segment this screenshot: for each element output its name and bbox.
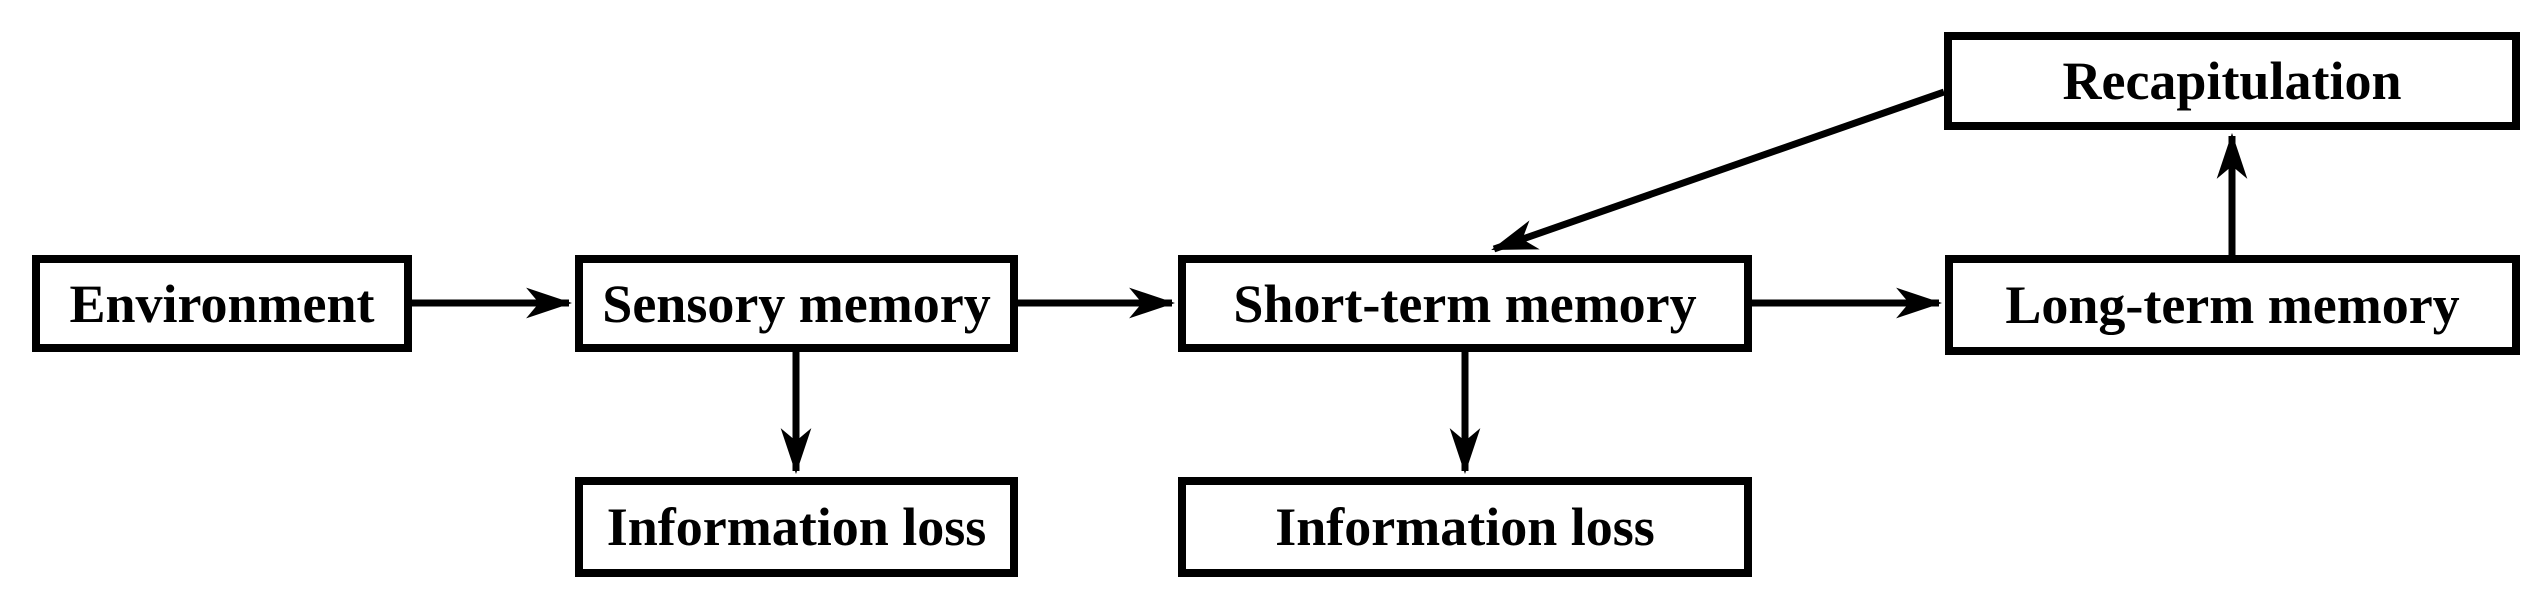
node-sensory-memory: Sensory memory — [575, 255, 1018, 352]
node-recapitulation: Recapitulation — [1944, 32, 2520, 130]
node-long-term-memory: Long-term memory — [1945, 255, 2520, 355]
arrow-recapitulation-to-short-term-memory — [1491, 88, 1946, 253]
node-information-loss-short-term-label: Information loss — [1275, 497, 1655, 557]
node-short-term-memory-label: Short-term memory — [1233, 273, 1697, 334]
node-recapitulation-label: Recapitulation — [2062, 51, 2402, 111]
node-information-loss-sensory: Information loss — [575, 477, 1018, 577]
node-information-loss-short-term: Information loss — [1178, 477, 1752, 577]
node-environment-label: Environment — [69, 273, 375, 334]
node-sensory-memory-label: Sensory memory — [602, 273, 991, 334]
node-environment: Environment — [32, 255, 412, 352]
node-short-term-memory: Short-term memory — [1178, 255, 1752, 352]
node-information-loss-sensory-label: Information loss — [606, 497, 987, 557]
node-long-term-memory-label: Long-term memory — [2005, 275, 2460, 335]
